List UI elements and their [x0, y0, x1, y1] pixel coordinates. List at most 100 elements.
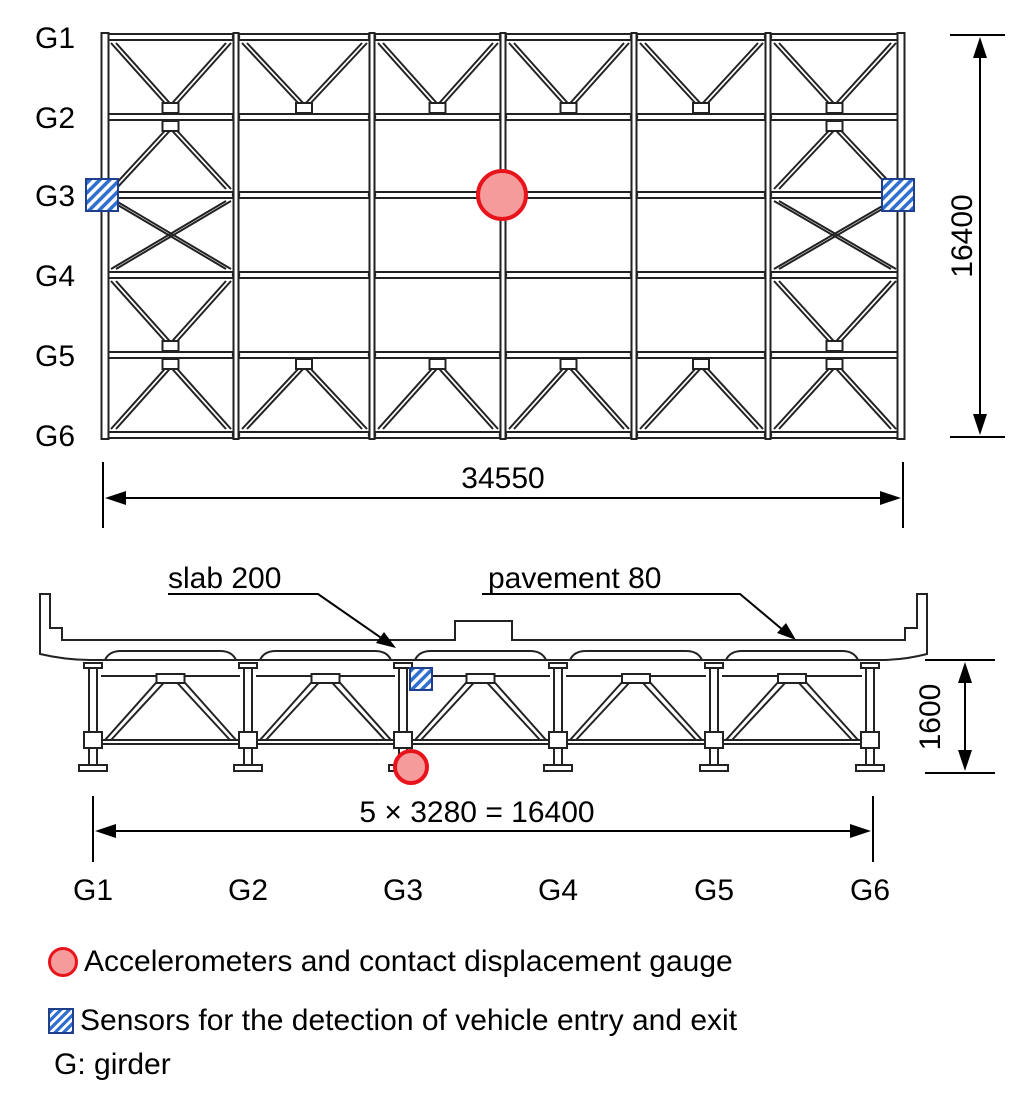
- bracing-member: [778, 128, 837, 190]
- plan-bracing: [110, 42, 897, 430]
- gusset-plate: [777, 673, 807, 684]
- gusset-plate: [310, 673, 341, 684]
- bracing-member: [705, 366, 764, 430]
- diagonal-member: [731, 681, 787, 741]
- section-girder-label: G3: [383, 874, 423, 907]
- arrowhead-icon: [376, 632, 396, 648]
- girder-stiffener: [393, 731, 413, 749]
- bracing-member: [308, 366, 368, 430]
- diagonal-member: [414, 679, 470, 741]
- width-dimension: 16400: [946, 194, 979, 277]
- girder-web: [865, 667, 875, 766]
- pavement-label: pavement 80: [488, 562, 661, 595]
- bracing-member: [382, 42, 440, 106]
- gusset-plate: [825, 102, 844, 114]
- deck-outline: [39, 593, 928, 661]
- arrowhead-icon: [973, 37, 987, 58]
- girder-bottom-flange: [78, 764, 108, 772]
- section-girder-label: G4: [538, 874, 578, 907]
- gusset-plate: [295, 358, 313, 370]
- bracing-member: [773, 280, 832, 344]
- bracing-member: [833, 42, 892, 106]
- gusset-plate: [155, 673, 186, 684]
- girder-web: [243, 667, 253, 766]
- girder-bottom-flange: [855, 764, 885, 772]
- diagonal-member: [797, 681, 853, 741]
- bracing-member: [700, 366, 759, 430]
- girder-bottom-flange: [699, 764, 729, 772]
- section-girder-label: G2: [228, 874, 268, 907]
- slab-haunch: [414, 650, 547, 661]
- bracing-member: [110, 200, 227, 270]
- accelerometer-marker-plan: [476, 169, 528, 221]
- bracing-member: [115, 280, 173, 344]
- bracing-member: [639, 42, 698, 106]
- slab-leader: [168, 593, 391, 645]
- bracing-member: [773, 366, 832, 430]
- accelerometer-legend-icon: [48, 947, 78, 977]
- bracing-member: [377, 366, 435, 430]
- diagonal-member: [575, 681, 631, 741]
- gusset-plate: [428, 358, 447, 370]
- bracing-member: [169, 366, 227, 430]
- bracing-member: [773, 128, 832, 190]
- plan-crossbeams: [100, 32, 906, 440]
- section-bracing: [101, 673, 862, 745]
- girder-web: [709, 667, 719, 766]
- arrowhead-icon: [105, 491, 126, 505]
- plan-girder-label: G4: [35, 260, 75, 293]
- section-girder-label: G5: [694, 874, 734, 907]
- spacing-dimension-line: [92, 796, 874, 862]
- gusset-plate: [559, 358, 578, 370]
- bracing-member: [246, 42, 306, 106]
- bracing-member: [436, 366, 494, 430]
- bracing-member: [778, 280, 837, 344]
- plan-girder-label: G5: [35, 340, 75, 373]
- bracing-member: [441, 42, 499, 106]
- bracing-member: [115, 366, 173, 430]
- cross-beam: [499, 32, 507, 440]
- cross-beam: [232, 32, 240, 440]
- gusset-plate: [295, 102, 313, 114]
- depth-dimension: 1600: [914, 684, 947, 751]
- bracing-member: [169, 280, 227, 344]
- gusset-plate: [161, 120, 180, 132]
- girder-bottom-flange: [233, 764, 263, 772]
- bracing-member: [441, 366, 499, 430]
- slab-haunches: [104, 650, 859, 661]
- bracing-member: [833, 366, 892, 430]
- girder-web: [553, 667, 563, 766]
- bracing-member: [174, 366, 232, 430]
- gusset-plate: [428, 102, 447, 114]
- entry-sensor-marker: [85, 178, 119, 212]
- girder-bottom-flange: [543, 764, 573, 772]
- diagonal-member: [181, 679, 237, 741]
- plan-girder-label: G6: [35, 420, 75, 453]
- bracing-member: [110, 128, 168, 190]
- width-dimension-line: [950, 34, 1005, 438]
- length-dimension: 34550: [461, 462, 544, 495]
- bracing-member: [246, 366, 306, 430]
- sensor-legend-icon: [48, 1008, 74, 1034]
- diagonal-member: [725, 679, 781, 741]
- diagonal-member: [259, 679, 315, 741]
- arrowhead-icon: [973, 414, 987, 435]
- bracing-member: [169, 42, 227, 106]
- bracing-member: [778, 366, 837, 430]
- diagonal-member: [647, 679, 703, 741]
- cross-beam: [368, 32, 376, 440]
- cross-beam: [764, 32, 772, 440]
- gusset-plate: [465, 673, 496, 684]
- legend-girder-note: G: girder: [48, 1048, 171, 1082]
- bracing-member: [508, 366, 566, 430]
- bracing-member: [382, 366, 440, 430]
- bracing-member: [773, 200, 892, 270]
- length-dimension-line: [102, 462, 904, 528]
- slab-haunch: [259, 650, 392, 661]
- cross-beam: [630, 32, 638, 440]
- bracing-member: [838, 366, 897, 430]
- arrowhead-icon: [958, 750, 972, 771]
- bracing-member: [115, 200, 232, 270]
- bracing-member: [174, 280, 232, 344]
